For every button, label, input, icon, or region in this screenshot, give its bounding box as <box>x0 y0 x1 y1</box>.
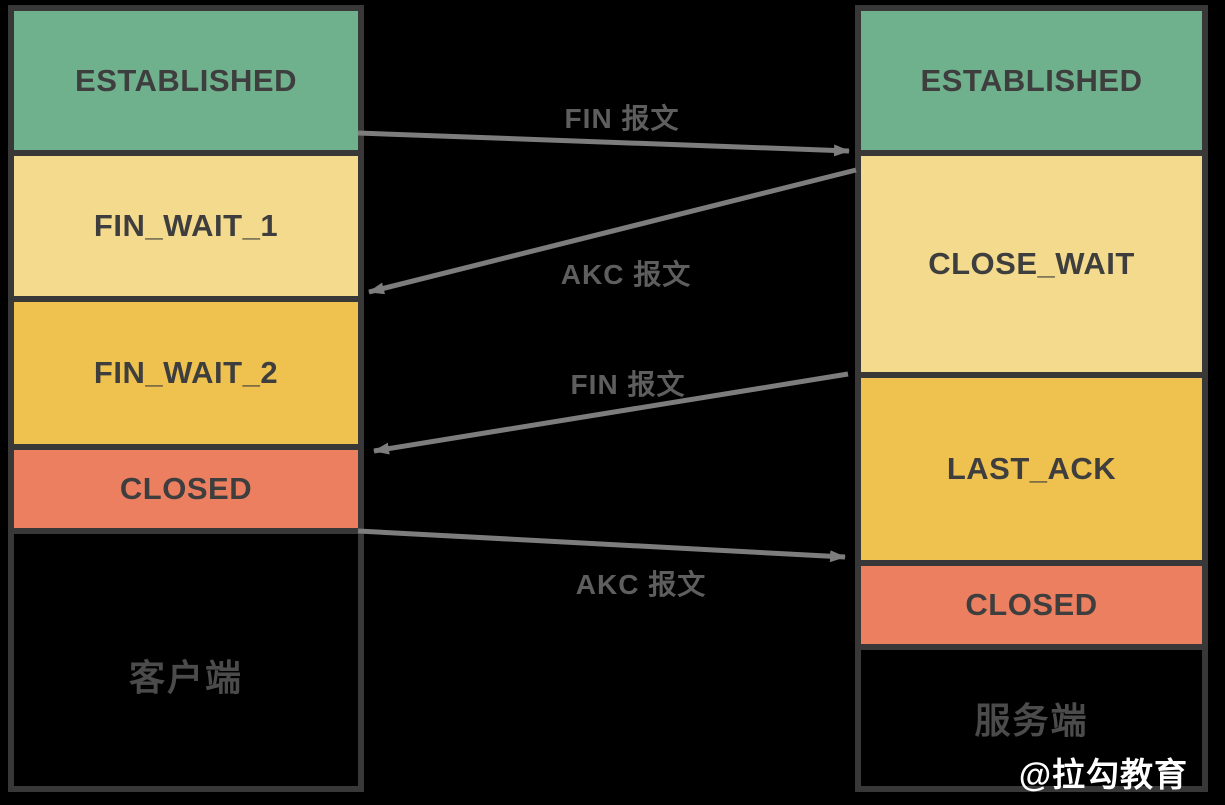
server-entity-label: 服务端 <box>974 700 1089 741</box>
server-state-last-ack: LAST_ACK <box>861 378 1202 566</box>
client-state-fin-wait-1: FIN_WAIT_1 <box>14 156 358 302</box>
server-state-closed: CLOSED <box>861 566 1202 650</box>
client-state-closed: CLOSED <box>14 450 358 534</box>
server-state-close-wait-label: CLOSE_WAIT <box>928 246 1135 281</box>
server-state-established: ESTABLISHED <box>861 11 1202 156</box>
client-state-established: ESTABLISHED <box>14 11 358 156</box>
server-column: ESTABLISHED CLOSE_WAIT LAST_ACK CLOSED 服… <box>855 5 1208 792</box>
client-state-established-label: ESTABLISHED <box>75 62 297 98</box>
server-state-closed-label: CLOSED <box>965 587 1098 622</box>
watermark: @拉勾教育 <box>1018 756 1188 793</box>
message-label-ack-2: AKC 报文 <box>575 569 707 600</box>
client-entity-box: 客户端 <box>14 534 358 786</box>
server-state-close-wait: CLOSE_WAIT <box>861 156 1202 378</box>
client-column: ESTABLISHED FIN_WAIT_1 FIN_WAIT_2 CLOSED… <box>8 5 364 792</box>
client-state-fin-wait-2: FIN_WAIT_2 <box>14 302 358 450</box>
client-state-fin-wait-1-label: FIN_WAIT_1 <box>93 208 279 243</box>
server-entity-box: 服务端 <box>861 650 1202 786</box>
message-label-fin-1: FIN 报文 <box>564 103 680 134</box>
client-state-closed-label: CLOSED <box>119 471 253 506</box>
client-state-fin-wait-2-label: FIN_WAIT_2 <box>93 355 279 390</box>
message-label-ack-1: AKC 报文 <box>560 259 692 290</box>
message-label-fin-2: FIN 报文 <box>570 369 686 400</box>
client-entity-label: 客户端 <box>128 657 243 698</box>
server-state-established-label: ESTABLISHED <box>920 62 1143 98</box>
arrow-ack-client-to-server <box>357 528 846 563</box>
server-state-last-ack-label: LAST_ACK <box>946 451 1117 486</box>
